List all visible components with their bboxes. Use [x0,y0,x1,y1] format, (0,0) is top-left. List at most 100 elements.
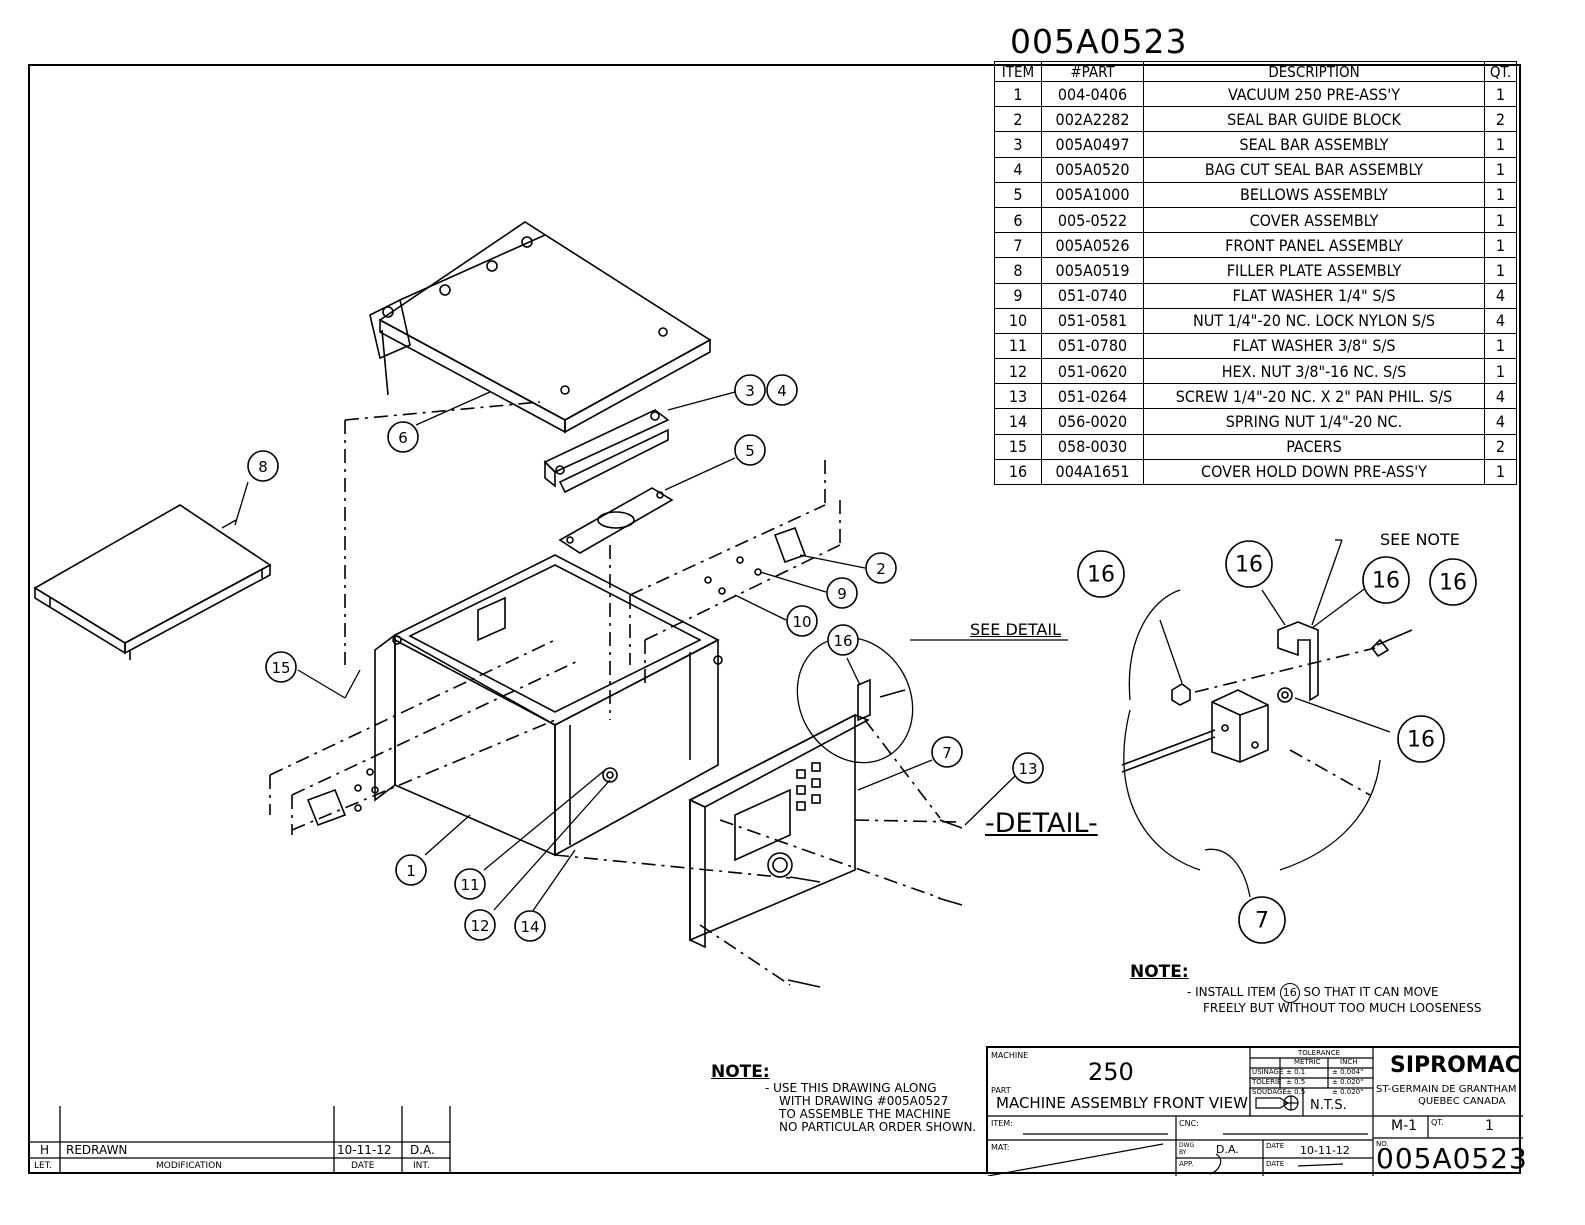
callout-14: 14 [514,910,546,942]
bom-part-number: 005A0526 [1041,232,1144,259]
company-name: SIPROMAC [1390,1053,1521,1078]
bom-description: VACUUM 250 PRE-ASS'Y [1143,80,1485,108]
detail-callout-16-d-label: 16 [1439,571,1467,596]
app-label: APP. [1179,1160,1194,1168]
company-address-1: ST-GERMAIN DE GRANTHAM [1376,1084,1517,1095]
callout-12-label: 12 [470,917,489,935]
part-label: PART [991,1086,1011,1095]
part-value: MACHINE ASSEMBLY FRONT VIEW [996,1094,1248,1112]
detail-callout-16-c: 16 [1362,556,1410,604]
detail-label: -DETAIL- [985,808,1098,839]
callout-15-label: 15 [271,659,290,677]
front-panel-part [688,713,870,949]
dwg-by-value: D.A. [1216,1143,1239,1156]
bom-item: 1 [994,80,1042,108]
bom-qty: 1 [1484,458,1517,486]
bom-qty: 4 [1484,282,1517,309]
detail-callout-16-d: 16 [1429,558,1477,606]
machine-value: 250 [1088,1058,1134,1086]
bom-description: COVER HOLD DOWN PRE-ASS'Y [1143,458,1485,486]
mod-date: 10-11-12 [337,1143,392,1157]
bom-item: 9 [994,282,1042,309]
mod-header-int: INT. [413,1161,430,1171]
callout-14-label: 14 [520,918,539,936]
bom-description: SEAL BAR GUIDE BLOCK [1143,106,1485,133]
cnc-label: CNC: [1179,1119,1199,1128]
callout-11: 11 [454,868,486,900]
callout-3: 3 [734,374,766,406]
callout-7: 7 [931,736,963,768]
cover-part [369,221,712,434]
machine-label: MACHINE [991,1051,1029,1060]
metric-label: METRIC [1294,1058,1321,1066]
tolerie-metric: ± 0.5 [1286,1078,1306,1086]
bom-item: 3 [994,131,1042,158]
soudage-label: SOUDAGE [1252,1088,1287,1096]
hold-down-part [857,678,906,722]
callout-1: 1 [395,854,427,886]
bom-part-number: 004-0406 [1041,80,1144,108]
note-bottom-line2: WITH DRAWING #005A0527 [779,1094,949,1108]
bom-qty: 1 [1484,358,1517,385]
bom-part-number: 051-0740 [1041,282,1144,309]
mod-header-mod: MODIFICATION [156,1161,222,1171]
see-detail-label: SEE DETAIL [970,620,1061,639]
drawing-frame [28,64,1521,1174]
callout-3-label: 3 [745,382,755,400]
mod-int: D.A. [410,1143,435,1157]
callout-13: 13 [1012,752,1044,784]
note-bottom-heading: NOTE: [711,1062,770,1082]
bom-part-number: 002A2282 [1041,106,1144,133]
bom-description: SCREW 1/4"-20 NC. X 2" PAN PHIL. S/S [1143,383,1485,410]
tolerie-inch: ± 0.020" [1332,1078,1364,1086]
detail-callout-16-a-label: 16 [1087,563,1115,588]
note-right-line1: - INSTALL ITEM 16 SO THAT IT CAN MOVE [1187,983,1439,1003]
callout-4: 4 [766,374,798,406]
callout-7-label: 7 [942,744,952,762]
bellows-part [558,487,674,554]
leader-lines [221,391,1068,916]
date-label: DATE [1266,1142,1285,1150]
detail-callout-16-b: 16 [1225,540,1273,588]
callout-16: 16 [827,624,859,656]
bom-description: FILLER PLATE ASSEMBLY [1143,257,1485,284]
bom-part-number: 005A0520 [1041,156,1144,183]
bom-part-number: 058-0030 [1041,433,1144,460]
bom-part-number: 004A1651 [1041,458,1144,486]
note-right-heading: NOTE: [1130,962,1189,982]
callout-13-label: 13 [1018,760,1037,778]
date-value: 10-11-12 [1300,1144,1350,1157]
mod-header-let: LET. [34,1161,52,1171]
dwg-by-label: DWG BY [1179,1142,1195,1156]
callout-2-label: 2 [876,560,886,578]
bom-part-number: 005-0522 [1041,206,1144,234]
scale-value: N.T.S. [1310,1098,1347,1113]
usinage-label: USINAGE [1252,1068,1284,1076]
tolerance-label: TOLERANCE [1298,1049,1341,1057]
callout-9: 9 [826,577,858,609]
soudage-metric: ± 0.5 [1286,1088,1306,1096]
callout-15: 15 [265,651,297,683]
bom-qty: 4 [1484,307,1517,334]
item-label: ITEM: [991,1119,1013,1128]
note-right-line2: FREELY BUT WITHOUT TOO MUCH LOOSENESS [1203,1001,1482,1015]
callout-10: 10 [786,605,818,637]
see-note-label: SEE NOTE [1380,530,1460,549]
note-bottom-line1: - USE THIS DRAWING ALONG [765,1081,937,1095]
seal-bar-part [543,409,670,494]
mod-header-date: DATE [351,1161,375,1171]
company-address-2: QUEBEC CANADA [1418,1096,1506,1107]
sheet-value: M-1 [1391,1118,1418,1134]
mat-label: MAT: [991,1143,1010,1152]
note-right-line1-a: - INSTALL ITEM [1187,985,1276,999]
callout-6: 6 [387,421,419,453]
